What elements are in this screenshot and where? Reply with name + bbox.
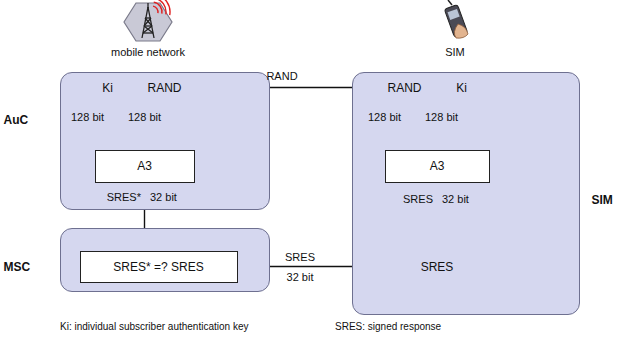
response-text: SRES bbox=[419, 260, 456, 274]
node-text: RAND bbox=[147, 81, 181, 95]
compare-box: SRES* =? SRES bbox=[80, 251, 238, 283]
edge-label: RAND bbox=[266, 70, 297, 83]
signal-name: SRES bbox=[403, 193, 433, 206]
algorithm-box: A3 bbox=[95, 150, 195, 183]
edge-label: 128 bit bbox=[71, 111, 104, 124]
rand-text: RAND bbox=[385, 81, 423, 95]
panel-heading: AuC bbox=[4, 113, 29, 127]
node-text: Ki bbox=[456, 81, 467, 95]
edge-label: SRES bbox=[285, 251, 315, 264]
panel-heading: MSC bbox=[4, 260, 31, 274]
radio-waves bbox=[153, 0, 170, 15]
node-text: Ki bbox=[102, 81, 113, 95]
antenna-tower bbox=[142, 3, 154, 38]
panel-heading: SIM bbox=[592, 193, 613, 207]
bit-length: 32 bit bbox=[287, 271, 314, 284]
icon-caption: mobile network bbox=[111, 46, 185, 59]
rand-text: RAND bbox=[145, 81, 183, 95]
radio-wave bbox=[154, 0, 166, 14]
radio-wave bbox=[154, 2, 162, 14]
hexagon-cell bbox=[124, 3, 172, 41]
node-text: SRES* =? SRES bbox=[113, 260, 203, 274]
auc-panel: KiRANDA3AuC bbox=[60, 72, 270, 210]
footnote: SRES: signed response bbox=[335, 321, 441, 333]
edge-label: SRES* bbox=[107, 191, 141, 204]
key-text: Ki bbox=[454, 81, 469, 95]
bit-length: 32 bit bbox=[150, 191, 177, 204]
radio-wave bbox=[153, 6, 158, 13]
edge-label: 128 bit bbox=[128, 111, 161, 124]
phone-icon bbox=[444, 0, 468, 38]
node-text: A3 bbox=[137, 159, 152, 173]
network-icon bbox=[124, 0, 172, 41]
msc-panel: SRES* =? SRESMSC bbox=[60, 228, 270, 292]
edge-label: 128 bit bbox=[425, 111, 458, 124]
edge-label: 32 bit bbox=[442, 193, 469, 206]
node-text: RAND bbox=[387, 81, 421, 95]
algorithm-box: A3 bbox=[385, 150, 490, 183]
radio-wave bbox=[155, 0, 170, 15]
node-text: SRES bbox=[421, 260, 454, 274]
edge-label: 128 bit bbox=[368, 111, 401, 124]
node-text: A3 bbox=[430, 159, 445, 173]
icon-caption: SIM bbox=[445, 46, 465, 59]
key-text: Ki bbox=[100, 81, 115, 95]
footnote: Ki: individual subscriber authentication… bbox=[60, 321, 248, 333]
